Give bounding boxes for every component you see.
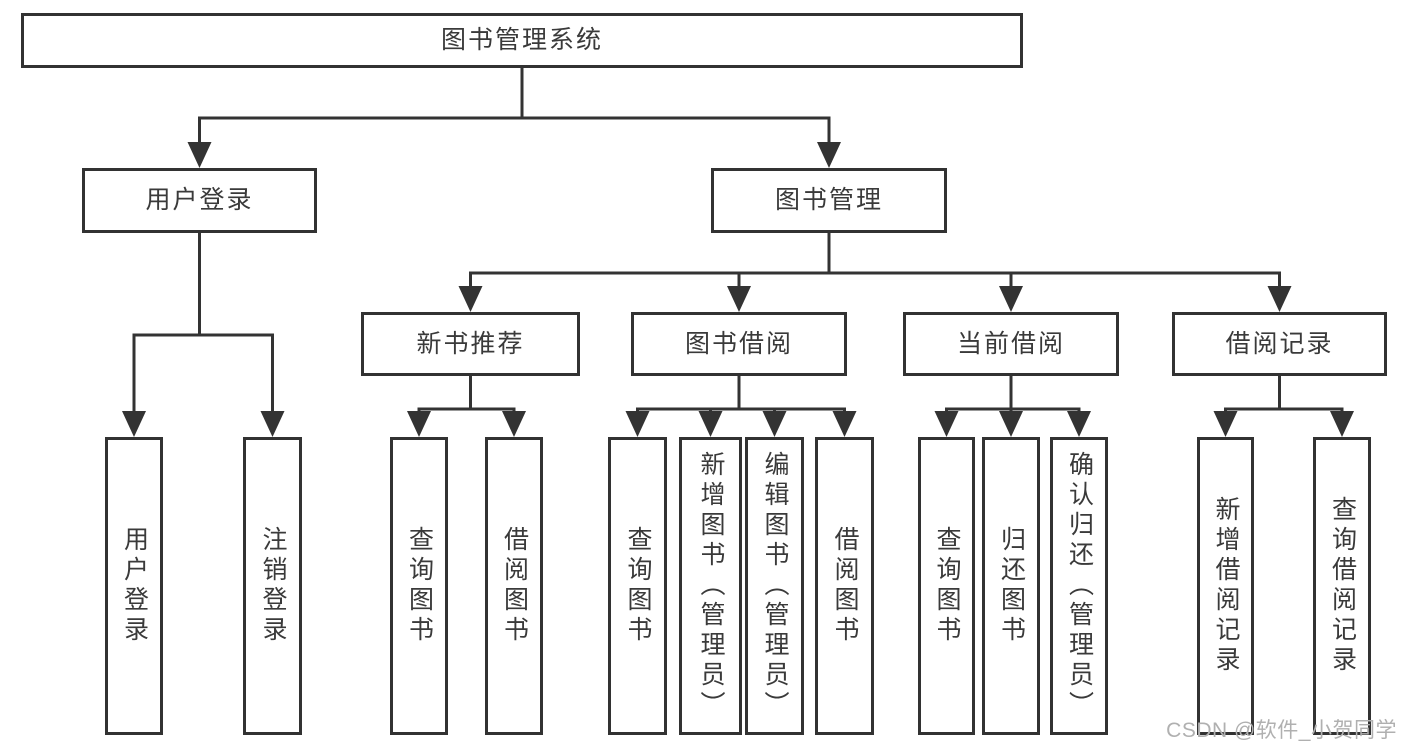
node-label: 编辑图书（管理员） (761, 451, 789, 721)
node-v-logout: 注销登录 (243, 437, 302, 735)
node-label: 确认归还（管理员） (1065, 451, 1094, 721)
arrowhead-icon (407, 411, 431, 437)
node-label: 查询图书 (405, 526, 434, 646)
node-current-borrow: 当前借阅 (903, 312, 1119, 376)
arrowhead-icon (762, 411, 787, 437)
arrowhead-icon (999, 411, 1023, 437)
node-label: 借阅图书 (500, 526, 529, 646)
node-v-query-book-2: 查询图书 (608, 437, 667, 735)
node-label: 借阅记录 (1225, 329, 1334, 358)
arrowhead-icon (187, 142, 212, 168)
node-label: 注销登录 (259, 526, 287, 646)
arrowhead-icon (1330, 411, 1354, 437)
node-v-user-login: 用户登录 (105, 437, 163, 735)
arrowhead-icon (1067, 411, 1091, 437)
node-label: 查询借阅记录 (1328, 496, 1357, 676)
node-v-add-book: 新增图书（管理员） (679, 437, 742, 735)
node-v-query-record: 查询借阅记录 (1313, 437, 1371, 735)
arrowhead-icon (1213, 411, 1238, 437)
arrowhead-icon (698, 411, 723, 437)
node-book-mgmt: 图书管理 (711, 168, 947, 233)
node-user-login: 用户登录 (82, 168, 317, 233)
node-v-query-book-1: 查询图书 (390, 437, 448, 735)
node-label: 用户登录 (120, 526, 149, 646)
node-label: 查询图书 (933, 526, 961, 646)
csdn-watermark: CSDN @软件_小贺同学 (1166, 719, 1397, 742)
arrowhead-icon (832, 411, 857, 437)
node-new-book-rec: 新书推荐 (361, 312, 580, 376)
arrowhead-icon (260, 411, 285, 437)
node-label: 借阅图书 (831, 526, 859, 646)
arrowhead-icon (1267, 286, 1292, 312)
node-label: 图书管理系统 (440, 26, 603, 54)
node-label: 新增图书（管理员） (697, 451, 725, 721)
node-v-confirm-return: 确认归还（管理员） (1050, 437, 1108, 735)
node-borrow-records: 借阅记录 (1172, 312, 1387, 376)
node-v-borrow-book-2: 借阅图书 (815, 437, 874, 735)
arrowhead-icon (934, 411, 959, 437)
node-label: 用户登录 (145, 186, 254, 214)
arrowhead-icon (122, 411, 146, 437)
node-book-borrow: 图书借阅 (631, 312, 847, 376)
node-label: 当前借阅 (956, 329, 1065, 358)
arrowhead-icon (625, 411, 650, 437)
node-v-query-book-3: 查询图书 (918, 437, 975, 735)
arrowhead-icon (458, 286, 483, 312)
arrowhead-icon (999, 286, 1023, 312)
arrowhead-icon (502, 411, 526, 437)
node-v-return-book: 归还图书 (982, 437, 1040, 735)
arrowhead-icon (817, 142, 841, 168)
node-v-borrow-book-1: 借阅图书 (485, 437, 543, 735)
arrowhead-icon (727, 286, 751, 312)
node-v-edit-book: 编辑图书（管理员） (745, 437, 804, 735)
node-label: 查询图书 (624, 526, 652, 646)
node-label: 新增借阅记录 (1212, 496, 1240, 676)
node-label: 新书推荐 (416, 329, 525, 358)
node-v-add-record: 新增借阅记录 (1197, 437, 1254, 735)
node-root: 图书管理系统 (21, 13, 1023, 68)
node-label: 图书管理 (774, 186, 883, 214)
node-label: 图书借阅 (684, 329, 793, 358)
node-label: 归还图书 (997, 526, 1026, 646)
